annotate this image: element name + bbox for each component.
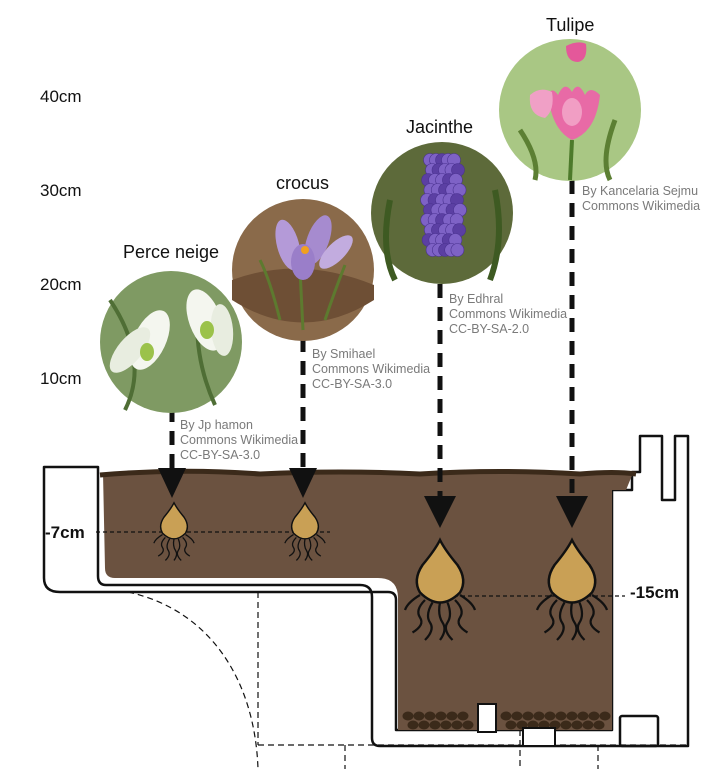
flower-crocus: crocus By Smihael Commons Wikimedia CC-B… bbox=[232, 173, 430, 391]
gravel-pebble bbox=[593, 720, 605, 730]
pot-foot-right bbox=[618, 714, 660, 748]
gravel-pebble bbox=[544, 711, 556, 721]
gravel-pebble bbox=[505, 720, 517, 730]
gravel-pebble bbox=[533, 711, 545, 721]
depth-label-deep: -15cm bbox=[630, 583, 679, 602]
gravel-pebble bbox=[571, 720, 583, 730]
gravel-pebble bbox=[457, 711, 469, 721]
soil bbox=[99, 468, 637, 747]
gravel-pebble bbox=[429, 720, 441, 730]
credit-jacinthe: By Edhral Commons Wikimedia CC-BY-SA-2.0 bbox=[449, 292, 567, 336]
depth-label-shallow: -7cm bbox=[45, 523, 85, 542]
hyacinth-photo-icon bbox=[371, 142, 513, 284]
flower-name-perce-neige: Perce neige bbox=[123, 242, 219, 262]
flower-name-jacinthe: Jacinthe bbox=[406, 117, 473, 137]
svg-text:Commons Wikimedia: Commons Wikimedia bbox=[312, 362, 430, 376]
gravel-pebble bbox=[560, 720, 572, 730]
pot-outline bbox=[42, 434, 690, 748]
credit-crocus: By Smihael Commons Wikimedia CC-BY-SA-3.… bbox=[312, 347, 430, 391]
snowdrop-photo-icon bbox=[100, 271, 242, 413]
gravel-pebble bbox=[462, 720, 474, 730]
hyacinth-floret bbox=[450, 243, 465, 257]
gravel-pebble bbox=[435, 711, 447, 721]
svg-text:By Jp hamon: By Jp hamon bbox=[180, 418, 253, 432]
planter-pot bbox=[42, 434, 690, 748]
scale-label-10: 10cm bbox=[40, 369, 82, 388]
scale-label-20: 20cm bbox=[40, 275, 82, 294]
gravel-pebble bbox=[588, 711, 600, 721]
svg-text:Commons Wikimedia: Commons Wikimedia bbox=[449, 307, 567, 321]
svg-text:By Kancelaria Sejmu: By Kancelaria Sejmu bbox=[582, 184, 698, 198]
gravel-pebble bbox=[566, 711, 578, 721]
svg-text:CC-BY-SA-3.0: CC-BY-SA-3.0 bbox=[312, 377, 392, 391]
arrow-head-jacinthe bbox=[424, 496, 456, 528]
svg-text:By Edhral: By Edhral bbox=[449, 292, 503, 306]
flower-perce-neige: Perce neige By Jp hamon Commons Wikimedi… bbox=[100, 242, 298, 462]
flower-tulipe: Tulipe By Kancelaria Sejmu Commons Wikim… bbox=[499, 15, 700, 213]
gravel-pebble bbox=[500, 711, 512, 721]
gravel-pebble bbox=[599, 711, 611, 721]
arrow-head-crocus bbox=[289, 468, 317, 498]
drain-holes bbox=[477, 703, 556, 747]
gravel-pebble bbox=[446, 711, 458, 721]
gravel-pebble bbox=[402, 711, 414, 721]
gravel-pebble bbox=[555, 711, 567, 721]
soil-surface bbox=[99, 468, 637, 478]
crocus-photo-icon bbox=[232, 199, 374, 341]
svg-text:CC-BY-SA-3.0: CC-BY-SA-3.0 bbox=[180, 448, 260, 462]
flower-name-tulipe: Tulipe bbox=[546, 15, 594, 35]
hyacinth-florets bbox=[420, 153, 467, 257]
svg-text:Commons Wikimedia: Commons Wikimedia bbox=[582, 199, 700, 213]
gravel-pebble bbox=[582, 720, 594, 730]
arrow-head-tulipe bbox=[556, 496, 588, 528]
credit-tulipe: By Kancelaria Sejmu Commons Wikimedia bbox=[582, 184, 700, 213]
gravel-pebble bbox=[451, 720, 463, 730]
gravel-pebble bbox=[413, 711, 425, 721]
planting-arrows bbox=[169, 180, 575, 508]
svg-text:By Smihael: By Smihael bbox=[312, 347, 375, 361]
height-scale: 40cm 30cm 20cm 10cm bbox=[40, 87, 82, 388]
gravel-pebble bbox=[522, 711, 534, 721]
gravel-pebble bbox=[440, 720, 452, 730]
gravel-pebble bbox=[424, 711, 436, 721]
tulip-photo-icon bbox=[499, 39, 641, 182]
soil-body bbox=[103, 473, 633, 730]
scale-label-30: 30cm bbox=[40, 181, 82, 200]
drainage-gravel bbox=[402, 711, 611, 730]
flower-name-crocus: crocus bbox=[276, 173, 329, 193]
gravel-pebble bbox=[407, 720, 419, 730]
gravel-pebble bbox=[418, 720, 430, 730]
gravel-pebble bbox=[511, 711, 523, 721]
gravel-pebble bbox=[577, 711, 589, 721]
arrow-heads bbox=[158, 468, 588, 528]
arrow-head-perce-neige bbox=[158, 468, 186, 498]
scale-label-40: 40cm bbox=[40, 87, 82, 106]
flower-jacinthe: Jacinthe By Edhral Commons Wikimedia CC-… bbox=[371, 117, 567, 336]
svg-text:CC-BY-SA-2.0: CC-BY-SA-2.0 bbox=[449, 322, 529, 336]
credit-perce-neige: By Jp hamon Commons Wikimedia CC-BY-SA-3… bbox=[180, 418, 298, 462]
svg-text:Commons Wikimedia: Commons Wikimedia bbox=[180, 433, 298, 447]
